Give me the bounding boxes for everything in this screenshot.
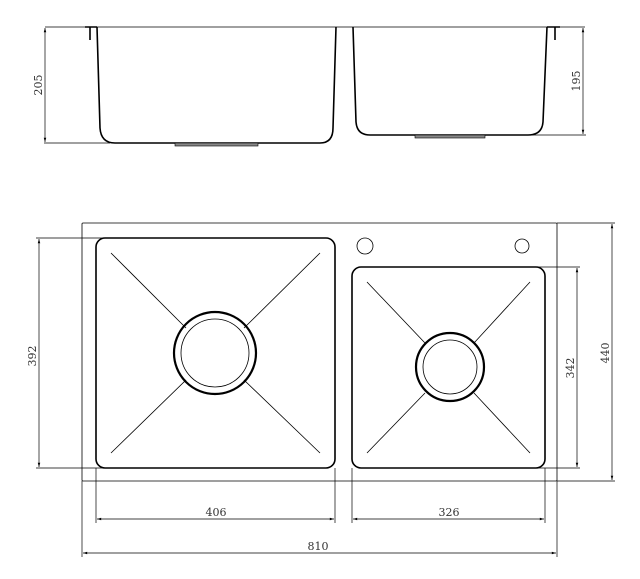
left-drain-profile [174,142,259,147]
accessory-hole [514,238,530,254]
label-left-bowl-width: 406 [206,506,227,519]
label-overall-depth: 440 [599,343,612,364]
label-left-depth: 205 [32,75,45,96]
mounting-clips [85,26,560,40]
left-bowl-profile [96,26,337,144]
left-bowl-grooves [110,252,321,454]
right-drain-inner [422,339,478,395]
right-bowl [351,266,546,469]
label-right-depth: 195 [570,71,583,92]
faucet-hole [356,237,374,255]
left-drain-inner [180,318,250,388]
label-overall-width: 810 [308,540,329,553]
left-bowl [95,237,336,469]
right-drain-profile [414,134,486,139]
label-right-bowl-width: 326 [439,506,460,519]
label-left-bowl-height: 392 [26,346,39,367]
sink-outline [81,222,558,482]
right-bowl-profile [352,26,548,136]
label-right-bowl-height: 342 [564,358,577,379]
top-view: 392 440 342 406 326 810 [26,222,615,557]
left-drain-outer [172,310,258,396]
right-bowl-grooves [366,281,531,454]
right-drain-outer [414,331,486,403]
side-view: 205 195 [32,26,586,147]
